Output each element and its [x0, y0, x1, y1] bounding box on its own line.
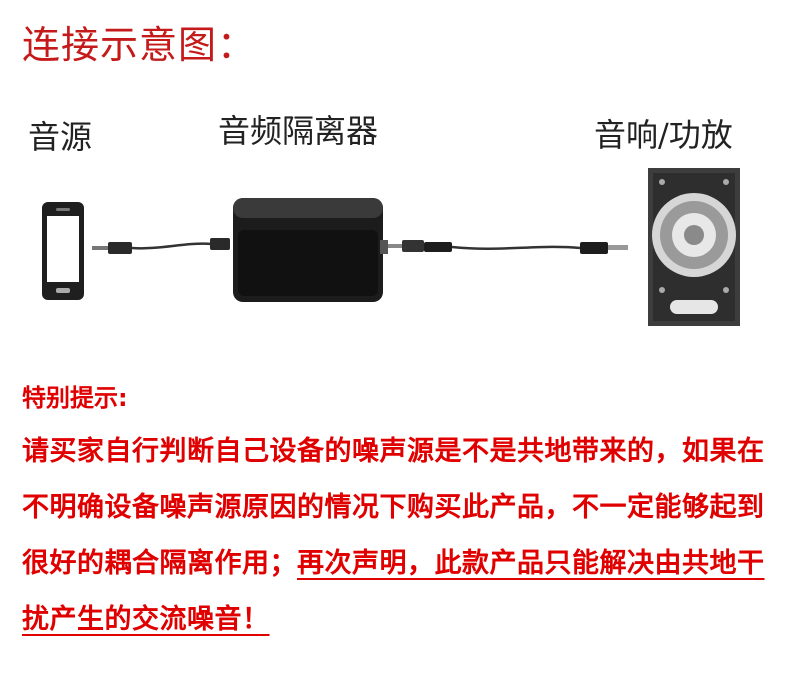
isolator-box	[233, 198, 388, 302]
audio-plug-icon	[92, 242, 132, 254]
connection-diagram	[42, 168, 740, 326]
cable-output	[451, 245, 581, 250]
cable-source	[131, 242, 213, 250]
notice-heading: 特别提示:	[22, 384, 128, 412]
cable-strain-relief	[210, 238, 230, 250]
notice-emphasis: 再次声明，此款产品只能解决由共地干扰产生的交流噪音！	[22, 548, 765, 635]
diagram-title: 连接示意图：	[22, 23, 257, 67]
label-audio-isolator: 音频隔离器	[218, 112, 379, 150]
speaker-icon	[648, 168, 740, 326]
label-audio-source: 音源	[28, 118, 93, 156]
notice-text: 请买家自行判断自己设备的噪声源是不是共地带来的，如果在不明确设备噪声源原因的情况…	[22, 424, 782, 648]
notice-body: 请买家自行判断自己设备的噪声源是不是共地带来的，如果在不明确设备噪声源原因的情况…	[22, 436, 765, 579]
audio-plug-icon	[402, 240, 424, 252]
label-speaker-amplifier: 音响/功放	[594, 116, 733, 154]
audio-plug-icon	[580, 242, 608, 254]
audio-plug-icon	[388, 244, 402, 248]
audio-plug-icon	[424, 242, 452, 252]
phone-icon	[42, 202, 84, 300]
audio-plug-icon	[608, 245, 628, 250]
